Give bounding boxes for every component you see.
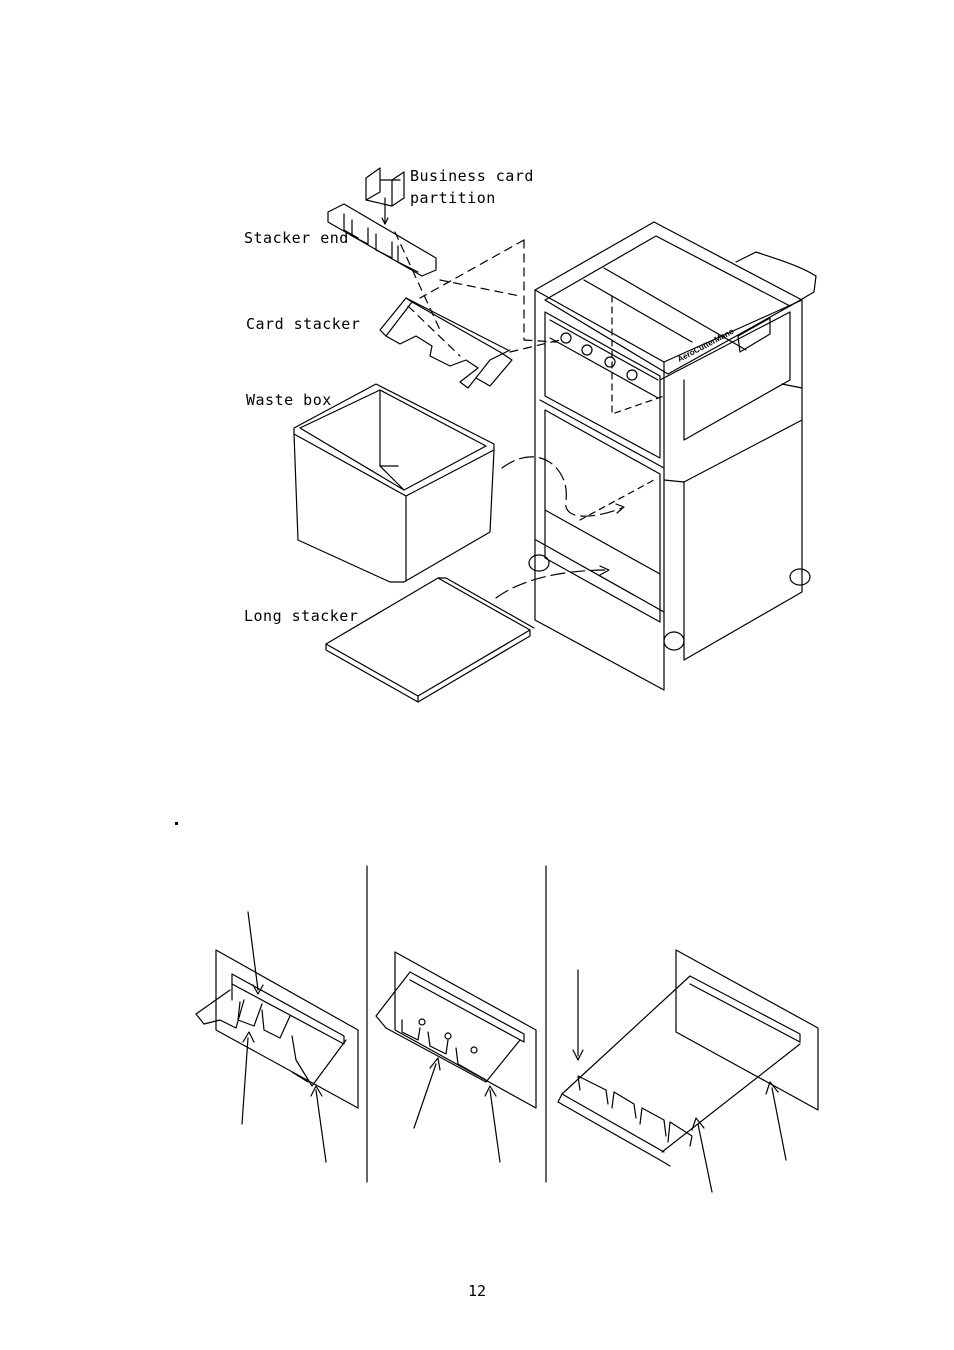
business-card-partition-label-line2: partition: [410, 189, 496, 207]
panel-3-drawing: [557, 949, 819, 1193]
long-stacker-drawing: [325, 577, 535, 703]
bullet-mark: [175, 822, 178, 825]
card-stacker-drawing: [379, 297, 513, 389]
assembly-guide-lines: [394, 231, 561, 357]
install-arrows: [495, 456, 623, 599]
business-card-partition-label-line1: Business card: [410, 167, 534, 185]
long-stacker-label: Long stacker: [244, 607, 359, 625]
stacker-end-drawing: [327, 203, 437, 277]
business-card-partition-drawing: [365, 167, 405, 225]
machine-drawing: [528, 221, 817, 691]
waste-box-drawing: [293, 383, 495, 583]
waste-box-label: Waste box: [246, 391, 332, 409]
panel-2-drawing: [375, 951, 537, 1163]
page-number: 12: [467, 1282, 487, 1300]
card-stacker-label: Card stacker: [246, 315, 361, 333]
panel-dividers: [366, 865, 547, 1183]
panel-1-drawing: [195, 911, 359, 1163]
stacker-end-label: Stacker end: [244, 229, 349, 247]
